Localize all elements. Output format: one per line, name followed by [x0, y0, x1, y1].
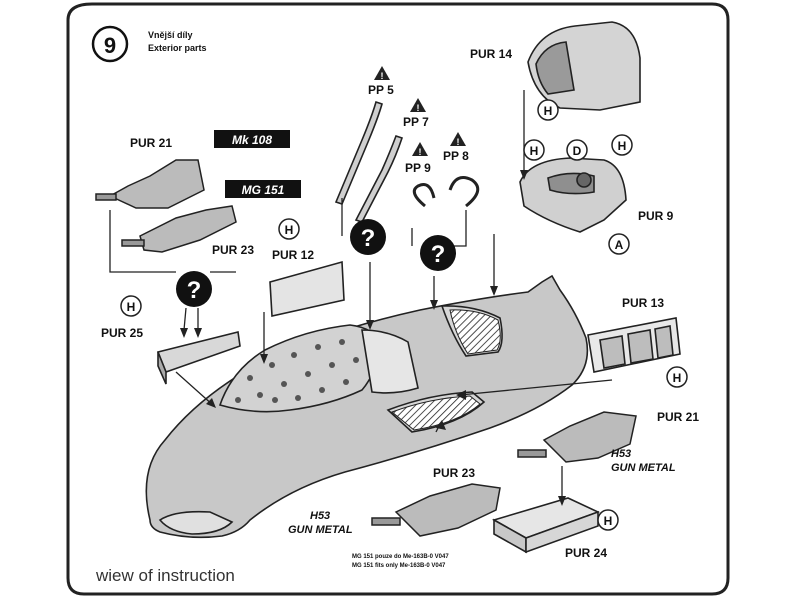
question-markers: ? ? ?: [176, 219, 456, 307]
marker-h-pur13: H: [673, 371, 682, 385]
pp-rings: [412, 176, 480, 208]
question-mark-3: ?: [431, 241, 446, 268]
part-labels: PUR 21 PUR 23 PUR 12 PUR 25 PUR 14 PUR 9…: [101, 47, 699, 560]
label-pur21-bottom: PUR 21: [657, 410, 699, 424]
label-pur14: PUR 14: [470, 47, 512, 61]
question-mark-2: ?: [361, 225, 376, 252]
marker-h-pur14: H: [544, 104, 553, 118]
label-pur25: PUR 25: [101, 326, 143, 340]
mk108-label: Mk 108: [232, 133, 272, 147]
question-circle-3: [420, 235, 456, 271]
label-pur24: PUR 24: [565, 546, 607, 560]
label-pur9: PUR 9: [638, 209, 674, 223]
gun-assembly-right: [517, 411, 637, 463]
pur9-part: [519, 157, 627, 233]
arrow-heads: [180, 170, 566, 506]
mk108-badge: [214, 130, 290, 148]
metal-note-right-code: H53: [611, 448, 631, 460]
mg151-badge: [225, 180, 301, 198]
metal-note-bottom-name: GUN METAL: [288, 524, 353, 536]
footnote-cz: MG 151 pouze do Me-163B-0 V047: [352, 554, 449, 560]
warning-triangle-pp8: [450, 132, 466, 146]
pur12-part: [269, 260, 345, 317]
question-circle-1: [176, 271, 212, 307]
hatched-panel-top: [449, 309, 501, 355]
marker-a-pur9: A: [615, 238, 624, 252]
pur13-part: [587, 317, 681, 373]
footnote-en: MG 151 fits only Me-163B-0 V047: [352, 563, 446, 569]
step-title-en: Exterior parts: [148, 43, 207, 53]
question-circle-2: [350, 219, 386, 255]
label-pp9: PP 9: [405, 161, 431, 175]
fuselage: [145, 274, 589, 539]
label-pur21-top: PUR 21: [130, 136, 172, 150]
label-pp8: PP 8: [443, 149, 469, 163]
pur24-part: [491, 497, 601, 554]
warning-mark-pp9: !: [419, 147, 422, 157]
caption: wiew of instruction: [96, 566, 235, 585]
marker-h-pur9-right: H: [618, 139, 627, 153]
label-pur13: PUR 13: [622, 296, 664, 310]
pur25-part: [156, 331, 241, 385]
label-pur12: PUR 12: [272, 248, 314, 262]
label-pur23-top: PUR 23: [212, 243, 254, 257]
marker-h-pur12: H: [285, 223, 294, 237]
pur14-part: [527, 21, 641, 111]
step-title-cz: Vnější díly: [148, 30, 193, 40]
warning-mark-pp7: !: [417, 103, 420, 113]
label-pur23-bottom: PUR 23: [433, 466, 475, 480]
instruction-frame: [66, 2, 730, 596]
canopy-rivets: [235, 339, 359, 403]
letter-marker-text: H H H H D H A H H: [127, 104, 682, 528]
question-mark-1: ?: [187, 277, 202, 304]
warning-mark-pp8: !: [457, 137, 460, 147]
mg151-label: MG 151: [242, 183, 285, 197]
step-number: 9: [104, 33, 116, 58]
hatched-panel-side: [391, 395, 481, 431]
step-number-circle: [91, 25, 129, 63]
label-pp5: PP 5: [368, 83, 394, 97]
warning-mark-pp5: !: [381, 71, 384, 81]
warning-triangle-pp5: [374, 66, 390, 80]
label-pp7: PP 7: [403, 115, 429, 129]
warning-markers: ! ! ! !: [374, 66, 466, 157]
letter-markers: [120, 99, 688, 531]
warning-triangle-pp9: [412, 142, 428, 156]
marker-h-pur25: H: [127, 300, 136, 314]
leader-lines: [109, 90, 613, 500]
metal-note-bottom-code: H53: [310, 510, 330, 522]
pp-rods: [334, 100, 404, 223]
gun-assembly-bottom: [371, 483, 501, 537]
metal-note-right-name: GUN METAL: [611, 462, 676, 474]
gun-assembly-top: [95, 159, 237, 253]
marker-d-pur9: D: [573, 144, 582, 158]
marker-h-pur9-left: H: [530, 144, 539, 158]
marker-h-pur24: H: [604, 514, 613, 528]
warning-triangle-pp7: [410, 98, 426, 112]
